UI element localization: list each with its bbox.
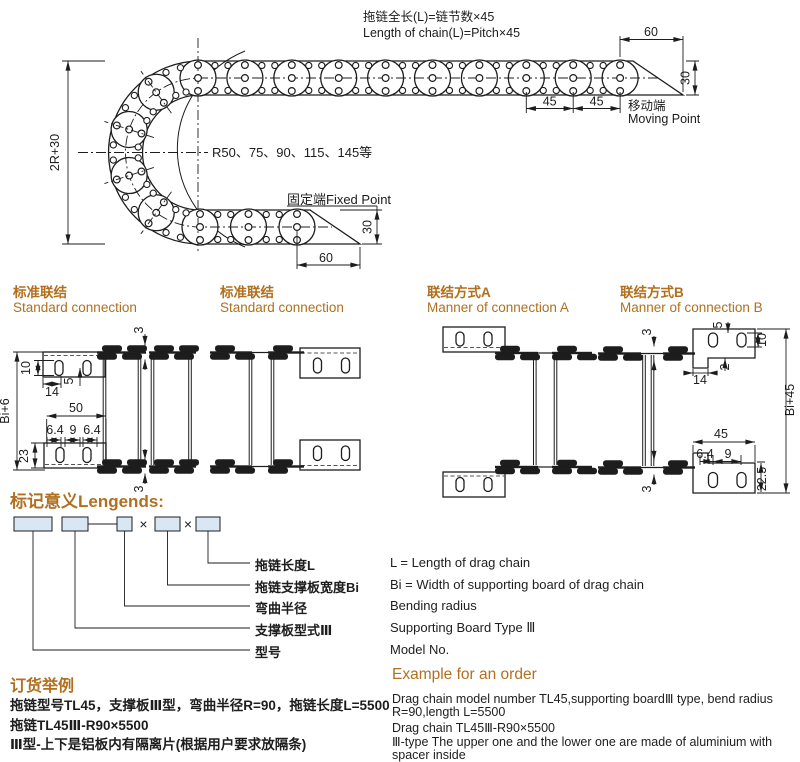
d4-dim-3-bottom: 3: [640, 485, 654, 492]
dim-label-60-fixed: 60: [319, 251, 333, 265]
legend-item-cn-0: 拖链长度L: [255, 558, 315, 573]
d4-dim-10: 10: [755, 333, 769, 347]
section-heading-1-cn: 标准联结: [13, 285, 67, 300]
d4-dim-64: 6.4: [696, 447, 713, 461]
section-heading-4-en: Manner of connection B: [620, 300, 763, 315]
order-en-line-5: spacer inside: [392, 748, 466, 762]
dim-30-fixed: [340, 209, 382, 245]
d4-dim-bi45: Bi+45: [783, 384, 797, 416]
dim-label-45-b: 45: [590, 95, 604, 109]
moving-point-en: Moving Point: [628, 112, 701, 126]
dim-label-2r30: 2R+30: [48, 134, 62, 171]
d4-dim-45: 45: [714, 427, 728, 441]
d4-dim-5: 5: [711, 321, 725, 328]
legend-item-en-2: Bending radius: [390, 598, 477, 613]
d4-dim-9: 9: [725, 447, 732, 461]
dim-60-fixed: [296, 230, 361, 269]
chain-title-cn: 拖链全长(L)=链节数×45: [363, 9, 494, 24]
dim-label-30-fixed: 30: [361, 220, 375, 234]
cross-sections: [42, 326, 756, 498]
order-cn-line-3: Ⅲ型-上下是铝板内有隔离片(根据用户要求放隔条): [10, 737, 307, 752]
legend-item-en-4: Model No.: [390, 642, 450, 657]
legend-diagram: × ×: [13, 516, 250, 651]
legend-item-en-0: L = Length of drag chain: [390, 555, 531, 570]
d4-dim-3-top: 3: [640, 328, 654, 335]
d4-dim-225: 22.5: [755, 467, 769, 491]
section-heading-1-en: Standard connection: [13, 300, 137, 315]
order-en-line-1: Drag chain model number TL45,supporting …: [392, 692, 773, 706]
section-heading-2: 标准联结 Standard connection: [220, 285, 344, 315]
d1-dim-23: 23: [17, 449, 31, 463]
dim-label-60-top: 60: [644, 25, 658, 39]
legend-item-cn-4: 型号: [255, 645, 282, 660]
moving-point-cn: 移动端: [628, 99, 666, 113]
legend-heading: 标记意义Lengends:: [10, 492, 164, 511]
d4-dim-2: 2: [718, 363, 732, 370]
d1-dim-5: 5: [62, 377, 76, 384]
section-heading-4: 联结方式B Manner of connection B: [620, 285, 763, 315]
d1-dim-3-top: 3: [132, 326, 146, 333]
d1-dim-9: 9: [70, 423, 77, 437]
chain-title-en: Length of chain(L)=Pitch×45: [363, 26, 520, 40]
order-cn-line-2: 拖链TL45Ⅲ-R90×5500: [10, 718, 149, 733]
d1-dim-50: 50: [69, 401, 83, 415]
d1-dim-14: 14: [45, 385, 59, 399]
fixed-point-leader: [287, 205, 378, 210]
order-en-line-2: R=90,length L=5500: [392, 705, 506, 719]
order-heading-cn: 订货举例: [10, 678, 75, 695]
section-heading-3: 联结方式A Manner of connection A: [427, 285, 569, 315]
section-heading-3-en: Manner of connection A: [427, 300, 569, 315]
order-cn-line-1: 拖链型号TL45，支撑板Ⅲ型，弯曲半径R=90，拖链长度L=5500: [10, 698, 390, 713]
section-heading-3-cn: 联结方式A: [427, 285, 491, 300]
order-en-line-3: Drag chain TL45Ⅲ-R90×5500: [392, 721, 556, 735]
drawing1-dims: 3 3 10 14 5 Bi+6 50 6.4 9 6.4 23: [0, 326, 148, 492]
d1-dim-64b: 6.4: [83, 423, 100, 437]
dim-60-top: [619, 36, 684, 92]
d1-dim-3-bottom: 3: [132, 485, 146, 492]
radius-note: R50、75、90、115、145等: [212, 145, 372, 160]
section-heading-1: 标准联结 Standard connection: [13, 285, 137, 315]
legend-item-en-1: Bi = Width of supporting board of drag c…: [390, 577, 645, 592]
order-heading-en: Example for an order: [392, 666, 537, 683]
d4-dim-14: 14: [693, 373, 707, 387]
dim-30-right: [686, 60, 699, 96]
d1-dim-10: 10: [19, 361, 33, 375]
legend-item-cn-3: 支撑板型式Ⅲ: [255, 623, 333, 638]
order-en-line-4: Ⅲ-type The upper one and the lower one a…: [392, 735, 773, 749]
dim-label-45-a: 45: [543, 95, 557, 109]
legend-multiply-1: ×: [139, 516, 147, 532]
legend-item-en-3: Supporting Board Type Ⅲ: [390, 620, 536, 635]
legend-multiply-2: ×: [184, 516, 192, 532]
dim-label-30-right: 30: [679, 71, 693, 85]
fixed-point-label: 固定端Fixed Point: [287, 192, 391, 207]
dim-2r30: [62, 60, 105, 245]
section-heading-4-cn: 联结方式B: [620, 285, 684, 300]
d1-dim-64a: 6.4: [46, 423, 63, 437]
legend-item-cn-1: 拖链支撑板宽度Bi: [255, 580, 360, 595]
chain-diagram: 60 30 45 45 移动端 Moving Point 2R+30 R50、7…: [48, 9, 701, 269]
drawing4-dims: 3 3 5 10 2 14 Bi+45 45 6.4 9 22.5: [640, 321, 797, 494]
section-heading-2-en: Standard connection: [220, 300, 344, 315]
section-heading-2-cn: 标准联结: [220, 285, 274, 300]
legend-item-cn-2: 弯曲半径: [255, 601, 308, 616]
d1-dim-bi6: Bi+6: [0, 398, 12, 423]
dim-45-pitch: [525, 92, 621, 113]
